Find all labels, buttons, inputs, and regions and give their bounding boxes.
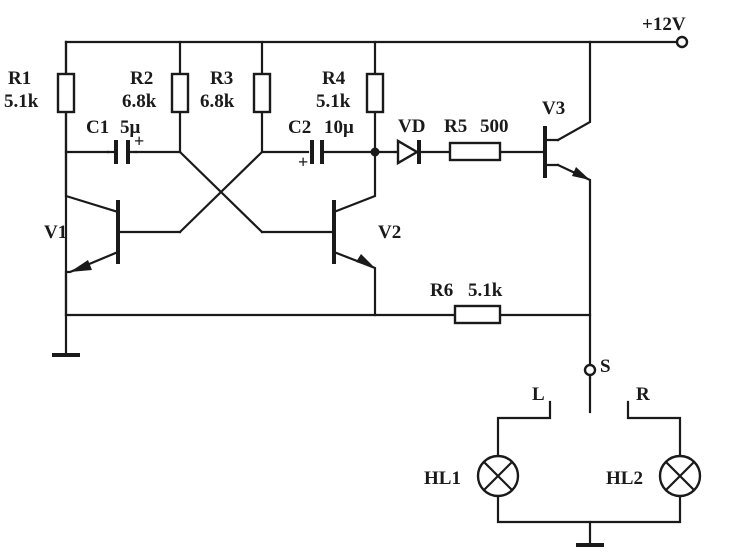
c2-ref: C2	[288, 117, 311, 138]
transistor-v2	[332, 200, 375, 268]
r2-value: 6.8k	[122, 91, 157, 112]
lamp-hl1	[476, 454, 520, 498]
resistor-r4	[365, 72, 385, 114]
transistor-v3	[543, 126, 590, 180]
capacitor-c2	[310, 140, 324, 164]
c2-value: 10μ	[324, 117, 354, 138]
supply-label: +12V	[642, 14, 686, 35]
vd-ref: VD	[398, 116, 425, 137]
hl2-ref: HL2	[606, 468, 643, 489]
wires	[64, 40, 682, 547]
transistor-v1	[70, 200, 120, 272]
hl1-ref: HL1	[424, 468, 461, 489]
r4-ref: R4	[322, 68, 346, 89]
r4-value: 5.1k	[316, 91, 351, 112]
v1-ref: V1	[44, 222, 67, 243]
r3-ref: R3	[210, 68, 233, 89]
r6-value: 5.1k	[468, 280, 503, 301]
c1-ref: C1	[86, 117, 109, 138]
switch-left-label: L	[532, 384, 545, 405]
resistor-r2	[170, 72, 190, 114]
r1-value: 5.1k	[4, 91, 39, 112]
resistor-r6	[453, 304, 502, 325]
switch-ref: S	[600, 356, 611, 377]
c2-polarity: +	[298, 152, 308, 172]
r2-ref: R2	[130, 68, 153, 89]
diode-vd	[393, 138, 421, 166]
c1-value: 5μ	[120, 117, 141, 138]
v3-ref: V3	[542, 98, 565, 119]
r1-ref: R1	[8, 68, 31, 89]
r5-ref: R5	[444, 116, 467, 137]
r6-ref: R6	[430, 280, 453, 301]
r5-value: 500	[480, 116, 509, 137]
supply-terminal	[675, 35, 689, 49]
switch-right-label: R	[636, 384, 650, 405]
junction-dot	[370, 147, 380, 157]
c1-polarity: +	[134, 131, 144, 151]
r3-value: 6.8k	[200, 91, 235, 112]
capacitor-c1	[106, 140, 138, 164]
v2-ref: V2	[378, 222, 401, 243]
resistor-r3	[252, 72, 272, 114]
lamp-hl2	[658, 454, 702, 498]
resistor-r1	[56, 72, 76, 114]
resistor-r5	[448, 141, 502, 162]
switch-s[interactable]	[583, 363, 597, 377]
